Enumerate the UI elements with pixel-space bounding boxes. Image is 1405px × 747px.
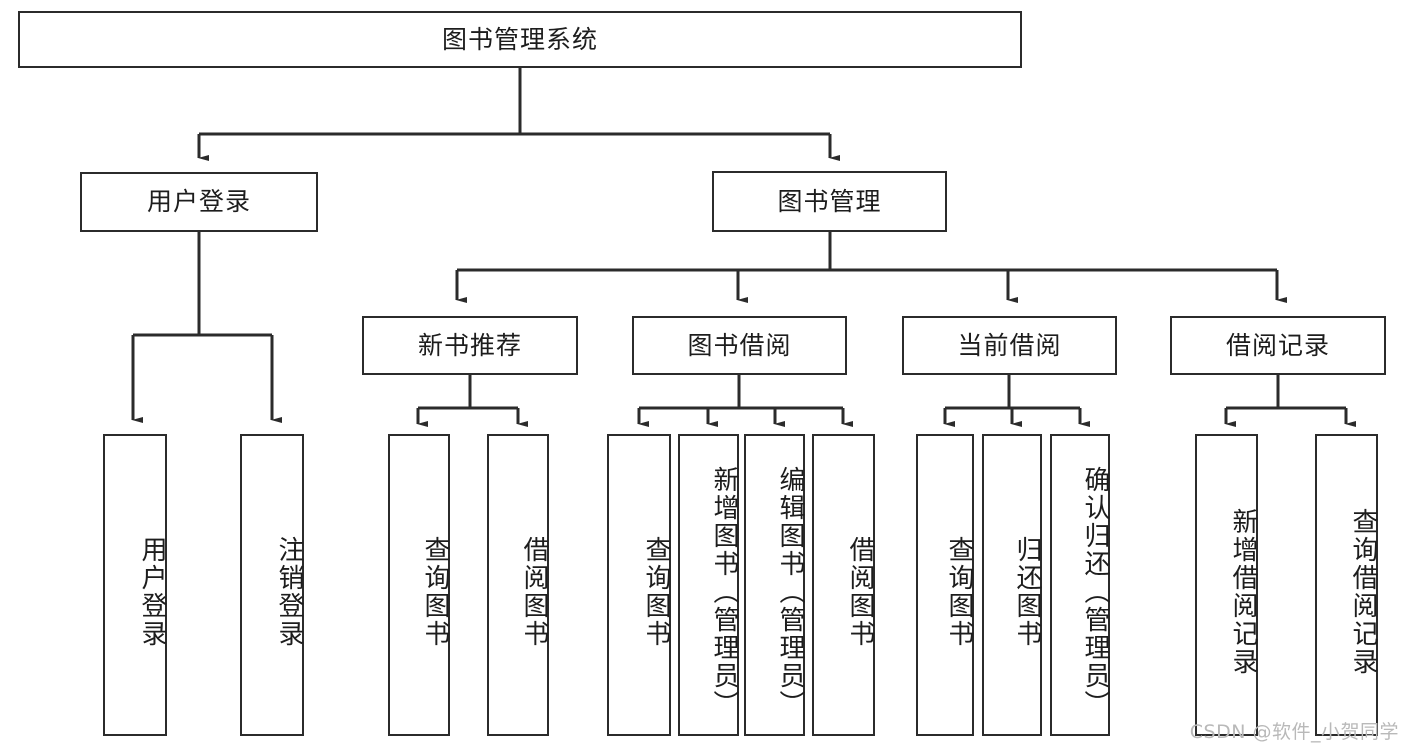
leaf-current-return-book[interactable]: 归还图书	[982, 434, 1042, 736]
node-book-management-label: 图书管理	[777, 186, 882, 216]
node-current-borrow[interactable]: 当前借阅	[902, 316, 1117, 375]
leaf-borrow-query-book[interactable]: 查询图书	[607, 434, 671, 736]
leaf-recommend-borrow-book[interactable]: 借阅图书	[487, 434, 549, 736]
leaf-record-add-label: 新增借阅记录	[1228, 508, 1258, 676]
leaf-recommend-query-book-label: 查询图书	[420, 536, 450, 648]
leaf-recommend-borrow-book-label: 借阅图书	[519, 536, 549, 648]
leaf-logout[interactable]: 注销登录	[240, 434, 304, 736]
leaf-borrow-add-book-label: 新增图书（管理员）	[709, 466, 739, 718]
leaf-current-confirm-return-label: 确认归还（管理员）	[1080, 466, 1110, 718]
node-borrow-record[interactable]: 借阅记录	[1170, 316, 1386, 375]
leaf-user-login[interactable]: 用户登录	[103, 434, 167, 736]
leaf-logout-label: 注销登录	[274, 536, 304, 648]
leaf-record-add[interactable]: 新增借阅记录	[1195, 434, 1258, 736]
node-borrow-record-label: 借阅记录	[1225, 330, 1330, 360]
node-book-borrow[interactable]: 图书借阅	[632, 316, 847, 375]
leaf-record-query[interactable]: 查询借阅记录	[1315, 434, 1378, 736]
leaf-borrow-edit-book[interactable]: 编辑图书（管理员）	[744, 434, 805, 736]
leaf-borrow-add-book[interactable]: 新增图书（管理员）	[678, 434, 739, 736]
leaf-current-query-book-label: 查询图书	[944, 536, 974, 648]
leaf-borrow-edit-book-label: 编辑图书（管理员）	[775, 466, 805, 718]
node-user-login[interactable]: 用户登录	[80, 172, 318, 232]
node-book-management[interactable]: 图书管理	[712, 171, 947, 232]
leaf-current-return-book-label: 归还图书	[1012, 536, 1042, 648]
leaf-borrow-query-book-label: 查询图书	[641, 536, 671, 648]
node-new-book-recommend-label: 新书推荐	[417, 330, 522, 360]
node-book-borrow-label: 图书借阅	[687, 330, 792, 360]
leaf-current-query-book[interactable]: 查询图书	[916, 434, 974, 736]
leaf-borrow-borrow-book-label: 借阅图书	[845, 536, 875, 648]
leaf-user-login-label: 用户登录	[137, 536, 167, 648]
leaf-recommend-query-book[interactable]: 查询图书	[388, 434, 450, 736]
node-current-borrow-label: 当前借阅	[957, 330, 1062, 360]
node-new-book-recommend[interactable]: 新书推荐	[362, 316, 578, 375]
node-root-label: 图书管理系统	[441, 24, 598, 54]
watermark: CSDN @软件_小贺同学	[1189, 721, 1399, 743]
node-root[interactable]: 图书管理系统	[18, 11, 1022, 68]
leaf-record-query-label: 查询借阅记录	[1348, 508, 1378, 676]
leaf-borrow-borrow-book[interactable]: 借阅图书	[812, 434, 875, 736]
leaf-current-confirm-return[interactable]: 确认归还（管理员）	[1050, 434, 1110, 736]
node-user-login-label: 用户登录	[146, 187, 251, 217]
